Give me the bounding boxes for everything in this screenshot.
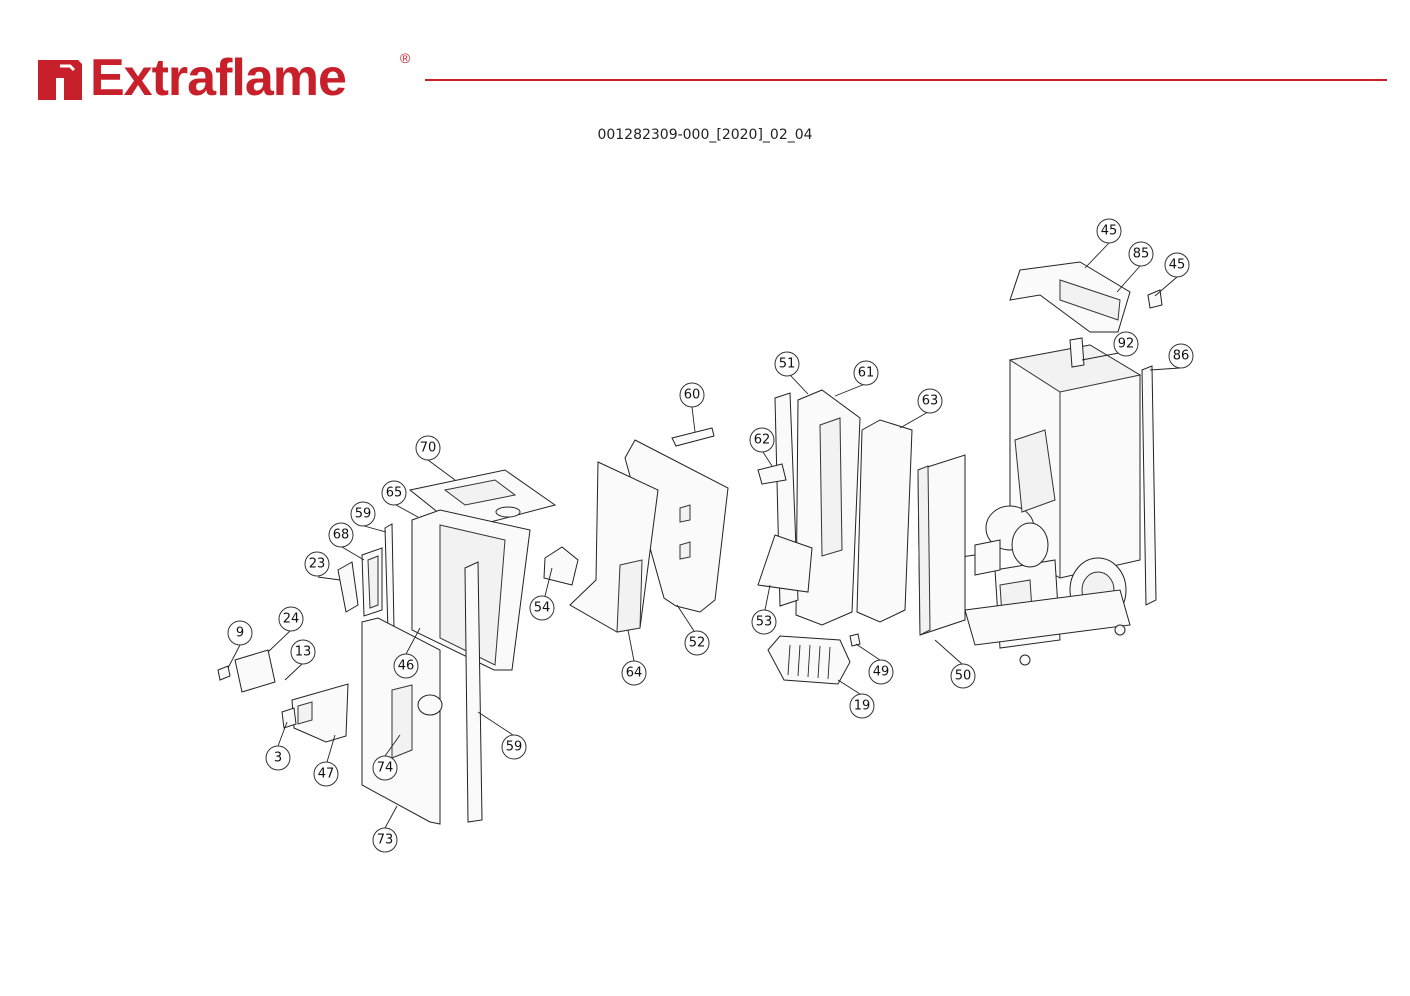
- bracket-47: [291, 683, 349, 743]
- svg-text:50: 50: [955, 669, 972, 684]
- registered-mark: ®: [400, 50, 411, 66]
- strip-59-bottom: [464, 561, 483, 823]
- callout-50: 50: [950, 663, 976, 689]
- panel-52: [624, 439, 729, 613]
- callout-65: 65: [381, 480, 407, 506]
- callout-13: 13: [290, 639, 316, 665]
- bracket-62: [757, 463, 787, 485]
- svg-text:52: 52: [689, 636, 706, 651]
- side-panel-61: [795, 389, 861, 626]
- svg-text:65: 65: [386, 486, 403, 501]
- svg-text:85: 85: [1133, 247, 1150, 262]
- callout-64: 64: [621, 660, 647, 686]
- callout-85: 85: [1128, 241, 1154, 267]
- stove-body-part: [939, 344, 1142, 666]
- side-panel-50: [917, 454, 966, 636]
- callout-3: 3: [265, 745, 291, 771]
- svg-text:60: 60: [684, 388, 701, 403]
- brand-name: Extraflame: [90, 49, 347, 107]
- svg-text:62: 62: [754, 433, 771, 448]
- callout-53: 53: [751, 609, 777, 635]
- display-23: [337, 561, 359, 613]
- svg-text:47: 47: [318, 767, 335, 782]
- callout-52: 52: [684, 630, 710, 656]
- fan-19: [767, 635, 851, 685]
- callout-46: 46: [393, 653, 419, 679]
- bracket-60: [671, 427, 715, 447]
- strip-92: [1069, 337, 1085, 368]
- svg-text:45: 45: [1101, 224, 1118, 239]
- svg-text:63: 63: [922, 394, 939, 409]
- panel-73: [361, 617, 443, 825]
- callout-9: 9: [227, 620, 253, 646]
- callout-62: 62: [749, 427, 775, 453]
- callout-47: 47: [313, 761, 339, 787]
- callout-92: 92: [1113, 331, 1139, 357]
- clip-49: [849, 633, 861, 647]
- bracket-54: [543, 546, 579, 586]
- callout-60: 60: [679, 382, 705, 408]
- svg-text:53: 53: [756, 615, 773, 630]
- callout-73: 73: [372, 827, 398, 853]
- strip-59-top: [384, 523, 395, 633]
- screw-9: [217, 665, 231, 681]
- side-strip-86: [1141, 365, 1157, 606]
- callout-68: 68: [328, 522, 354, 548]
- svg-text:61: 61: [858, 366, 875, 381]
- svg-text:49: 49: [873, 665, 890, 680]
- callout-51: 51: [774, 351, 800, 377]
- svg-text:68: 68: [333, 528, 350, 543]
- board-24: [234, 649, 276, 693]
- callout-59-bottom: 59: [501, 734, 527, 760]
- frame-68: [361, 547, 383, 617]
- svg-text:73: 73: [377, 833, 394, 848]
- svg-text:54: 54: [534, 601, 551, 616]
- callout-45-b: 45: [1164, 252, 1190, 278]
- svg-text:70: 70: [420, 441, 437, 456]
- svg-text:86: 86: [1173, 349, 1190, 364]
- bracket-45: [1147, 289, 1163, 309]
- svg-text:3: 3: [274, 751, 282, 766]
- deflector-53: [757, 534, 813, 593]
- callout-23: 23: [304, 551, 330, 577]
- svg-text:92: 92: [1118, 337, 1135, 352]
- svg-text:59: 59: [355, 507, 372, 522]
- switch-3: [281, 707, 297, 729]
- callout-70: 70: [415, 435, 441, 461]
- callout-59-top: 59: [350, 501, 376, 527]
- side-panel-63: [856, 419, 913, 623]
- callout-61: 61: [853, 360, 879, 386]
- callout-74: 74: [372, 755, 398, 781]
- svg-text:23: 23: [309, 557, 326, 572]
- callout-54: 54: [529, 595, 555, 621]
- document-code: 001282309-000_[2020]_02_04: [597, 127, 813, 143]
- svg-text:64: 64: [626, 666, 643, 681]
- leader-lines: [227, 242, 1181, 829]
- flame-logo-icon: [38, 60, 82, 100]
- panel-64: [569, 461, 659, 633]
- svg-text:9: 9: [236, 626, 244, 641]
- svg-text:51: 51: [779, 357, 796, 372]
- header-rule: [425, 79, 1387, 81]
- svg-text:46: 46: [398, 659, 415, 674]
- svg-text:13: 13: [295, 645, 312, 660]
- top-cover-85: [1009, 261, 1131, 333]
- svg-text:19: 19: [854, 699, 871, 714]
- callout-19: 19: [849, 693, 875, 719]
- svg-text:24: 24: [283, 612, 300, 627]
- svg-text:59: 59: [506, 740, 523, 755]
- callout-49: 49: [868, 659, 894, 685]
- svg-text:45: 45: [1169, 258, 1186, 273]
- callout-45-a: 45: [1096, 218, 1122, 244]
- svg-text:74: 74: [377, 761, 394, 776]
- callout-24: 24: [278, 606, 304, 632]
- callout-63: 63: [917, 388, 943, 414]
- brand-logo: Extraflame ®: [34, 48, 424, 108]
- callout-86: 86: [1168, 343, 1194, 369]
